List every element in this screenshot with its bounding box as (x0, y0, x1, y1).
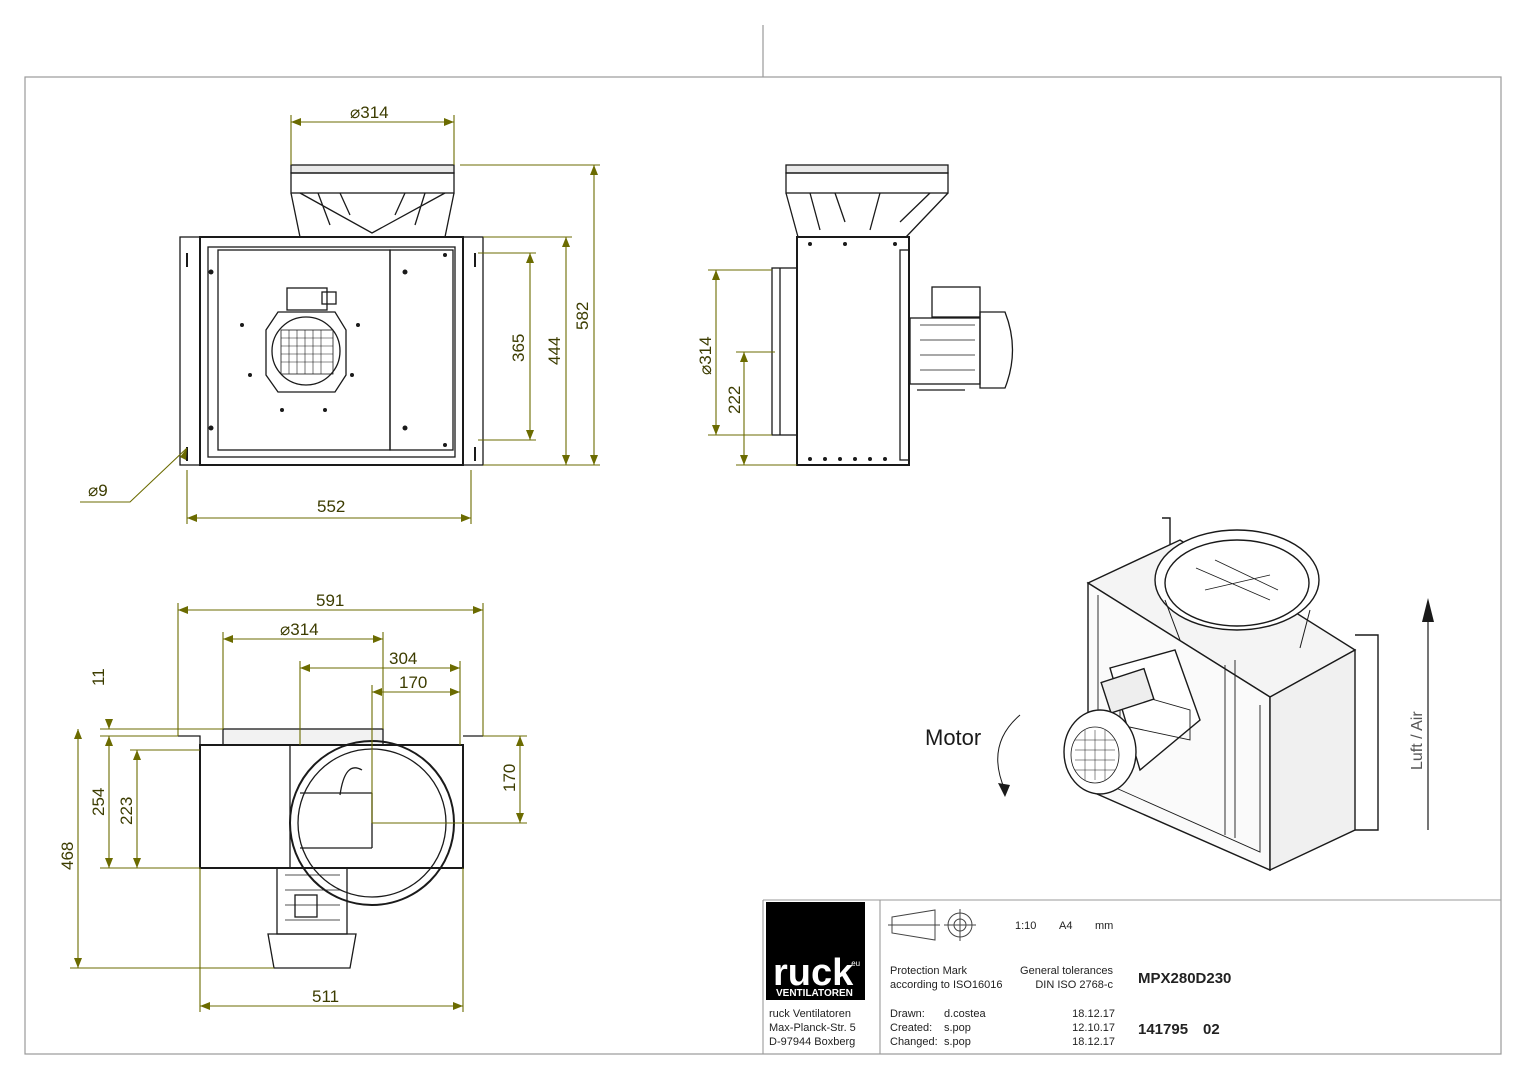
changed-label: Changed: (890, 1036, 938, 1048)
rotation-arrow (997, 714, 1021, 791)
side-view-bolts (808, 242, 897, 461)
dim-offset-304: 304 (389, 649, 417, 668)
air-label: Luft / Air (1409, 711, 1426, 770)
tolerances-line1: General tolerances (1020, 965, 1113, 977)
front-view-arrowheads (180, 118, 598, 522)
company-street: Max-Planck-Str. 5 (769, 1022, 856, 1034)
side-view (771, 164, 1014, 466)
protection-mark-line2: according to ISO16016 (890, 979, 1003, 991)
created-label: Created: (890, 1022, 932, 1034)
dim-height-total: 582 (573, 302, 592, 330)
revision-number: 02 (1203, 1021, 1220, 1038)
drawn-date: 18.12.17 (1072, 1008, 1115, 1020)
rotation-arrow-head (998, 783, 1010, 797)
changed-by: s.pop (944, 1036, 971, 1048)
ruck-logo-subtitle: VENTILATOREN (776, 988, 853, 999)
dim-depth-254: 254 (89, 788, 108, 816)
plan-view-dimensions (70, 603, 527, 1012)
drawn-label: Drawn: (890, 1008, 925, 1020)
ruck-logo-superscript: .eu (849, 959, 860, 968)
unit-label: mm (1095, 920, 1113, 932)
front-view-bolts (208, 253, 447, 447)
dim-height-holes: 365 (509, 334, 528, 362)
protection-mark-line1: Protection Mark (890, 965, 968, 977)
dim-depth-223: 223 (117, 797, 136, 825)
dim-width-511: 511 (312, 987, 339, 1006)
dim-height-frame: 444 (545, 337, 564, 365)
projection-symbol-icon (888, 909, 976, 941)
dim-width-holes: 552 (317, 497, 345, 516)
created-date: 12.10.17 (1072, 1022, 1115, 1034)
model-number: MPX280D230 (1138, 970, 1231, 987)
dim-offset-11: 11 (89, 668, 108, 686)
front-view-dimensions (80, 115, 600, 524)
drawing-scale: 1:10 (1015, 920, 1036, 932)
title-block-frame (762, 899, 1501, 1054)
dim-inlet-diameter-top: ⌀314 (350, 103, 389, 122)
changed-date: 18.12.17 (1072, 1036, 1115, 1048)
dim-offset-170-horizontal: 170 (399, 673, 427, 692)
dim-outlet-height: 222 (725, 386, 744, 414)
dim-hole-diameter: ⌀9 (88, 481, 108, 500)
isometric-view (1063, 517, 1379, 872)
created-by: s.pop (944, 1022, 971, 1034)
drawn-by: d.costea (944, 1008, 986, 1020)
dim-outlet-diameter-side: ⌀314 (696, 336, 715, 375)
tolerances-line2: DIN ISO 2768-c (1035, 979, 1113, 991)
plan-view (178, 728, 483, 969)
motor-label: Motor (925, 725, 981, 750)
front-view (179, 164, 484, 466)
ruck-logo-text: ruck (773, 952, 854, 994)
dim-offset-170-vertical: 170 (500, 764, 519, 792)
ruck-logo-box (766, 902, 865, 1000)
side-view-dimensions (708, 269, 797, 466)
plan-view-arrowheads (74, 606, 524, 1010)
article-number: 141795 (1138, 1021, 1188, 1038)
dim-depth-468: 468 (58, 842, 77, 870)
side-view-arrowheads (712, 270, 748, 465)
paper-size: A4 (1059, 920, 1072, 932)
company-name: ruck Ventilatoren (769, 1008, 851, 1020)
dim-inlet-diameter-plan: ⌀314 (280, 620, 319, 639)
air-flow-arrow-head (1422, 598, 1434, 622)
company-city: D-97944 Boxberg (769, 1036, 855, 1048)
dim-width-total: 591 (316, 591, 344, 610)
